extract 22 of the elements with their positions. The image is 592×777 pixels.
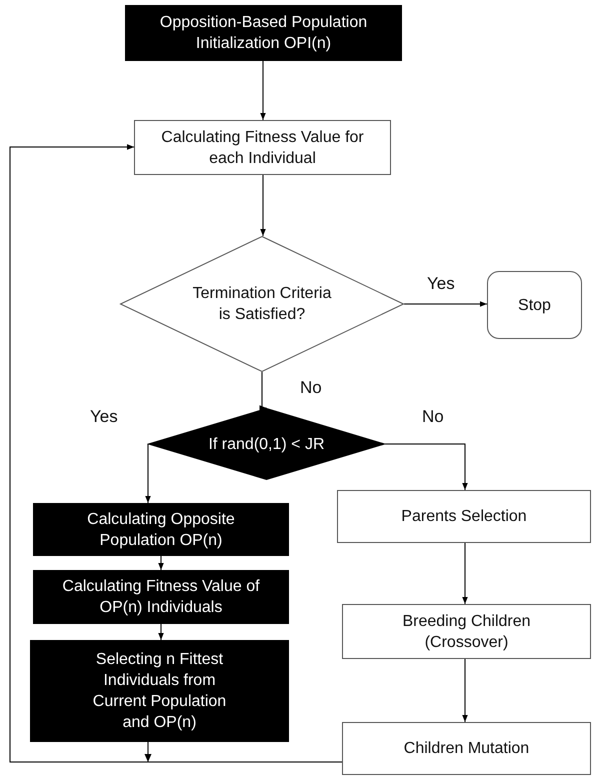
- arrow: [384, 444, 468, 490]
- process-box: Calculating Fitness Value for each Individual: [134, 120, 391, 175]
- decision-diamond: Termination Criteria is Satisfied?: [120, 236, 404, 372]
- arrow: [462, 542, 468, 604]
- process-box: Breeding Children (Crossover): [342, 604, 591, 659]
- process-box: Opposition-Based Population Initialization OPI(n): [125, 5, 402, 61]
- arrow: [10, 144, 342, 762]
- arrow: [145, 444, 151, 504]
- process-box: Selecting n Fittest Individuals from Current Population and OP(n): [30, 640, 289, 742]
- arrow: [260, 174, 266, 236]
- process-box: Children Mutation: [342, 722, 591, 775]
- process-box: Calculating Fitness Value of OP(n) Individuals: [33, 570, 289, 624]
- process-box: Parents Selection: [337, 490, 591, 543]
- arrow: [260, 372, 267, 411]
- arrow: [260, 60, 266, 120]
- arrow: [404, 301, 488, 307]
- arrow: [462, 658, 468, 722]
- terminal-box: Stop: [487, 271, 582, 339]
- arrow: [158, 556, 164, 570]
- arrow: [158, 624, 164, 640]
- process-box: Calculating Opposite Population OP(n): [33, 503, 289, 556]
- decision-diamond: If rand(0,1) < JR: [148, 408, 385, 480]
